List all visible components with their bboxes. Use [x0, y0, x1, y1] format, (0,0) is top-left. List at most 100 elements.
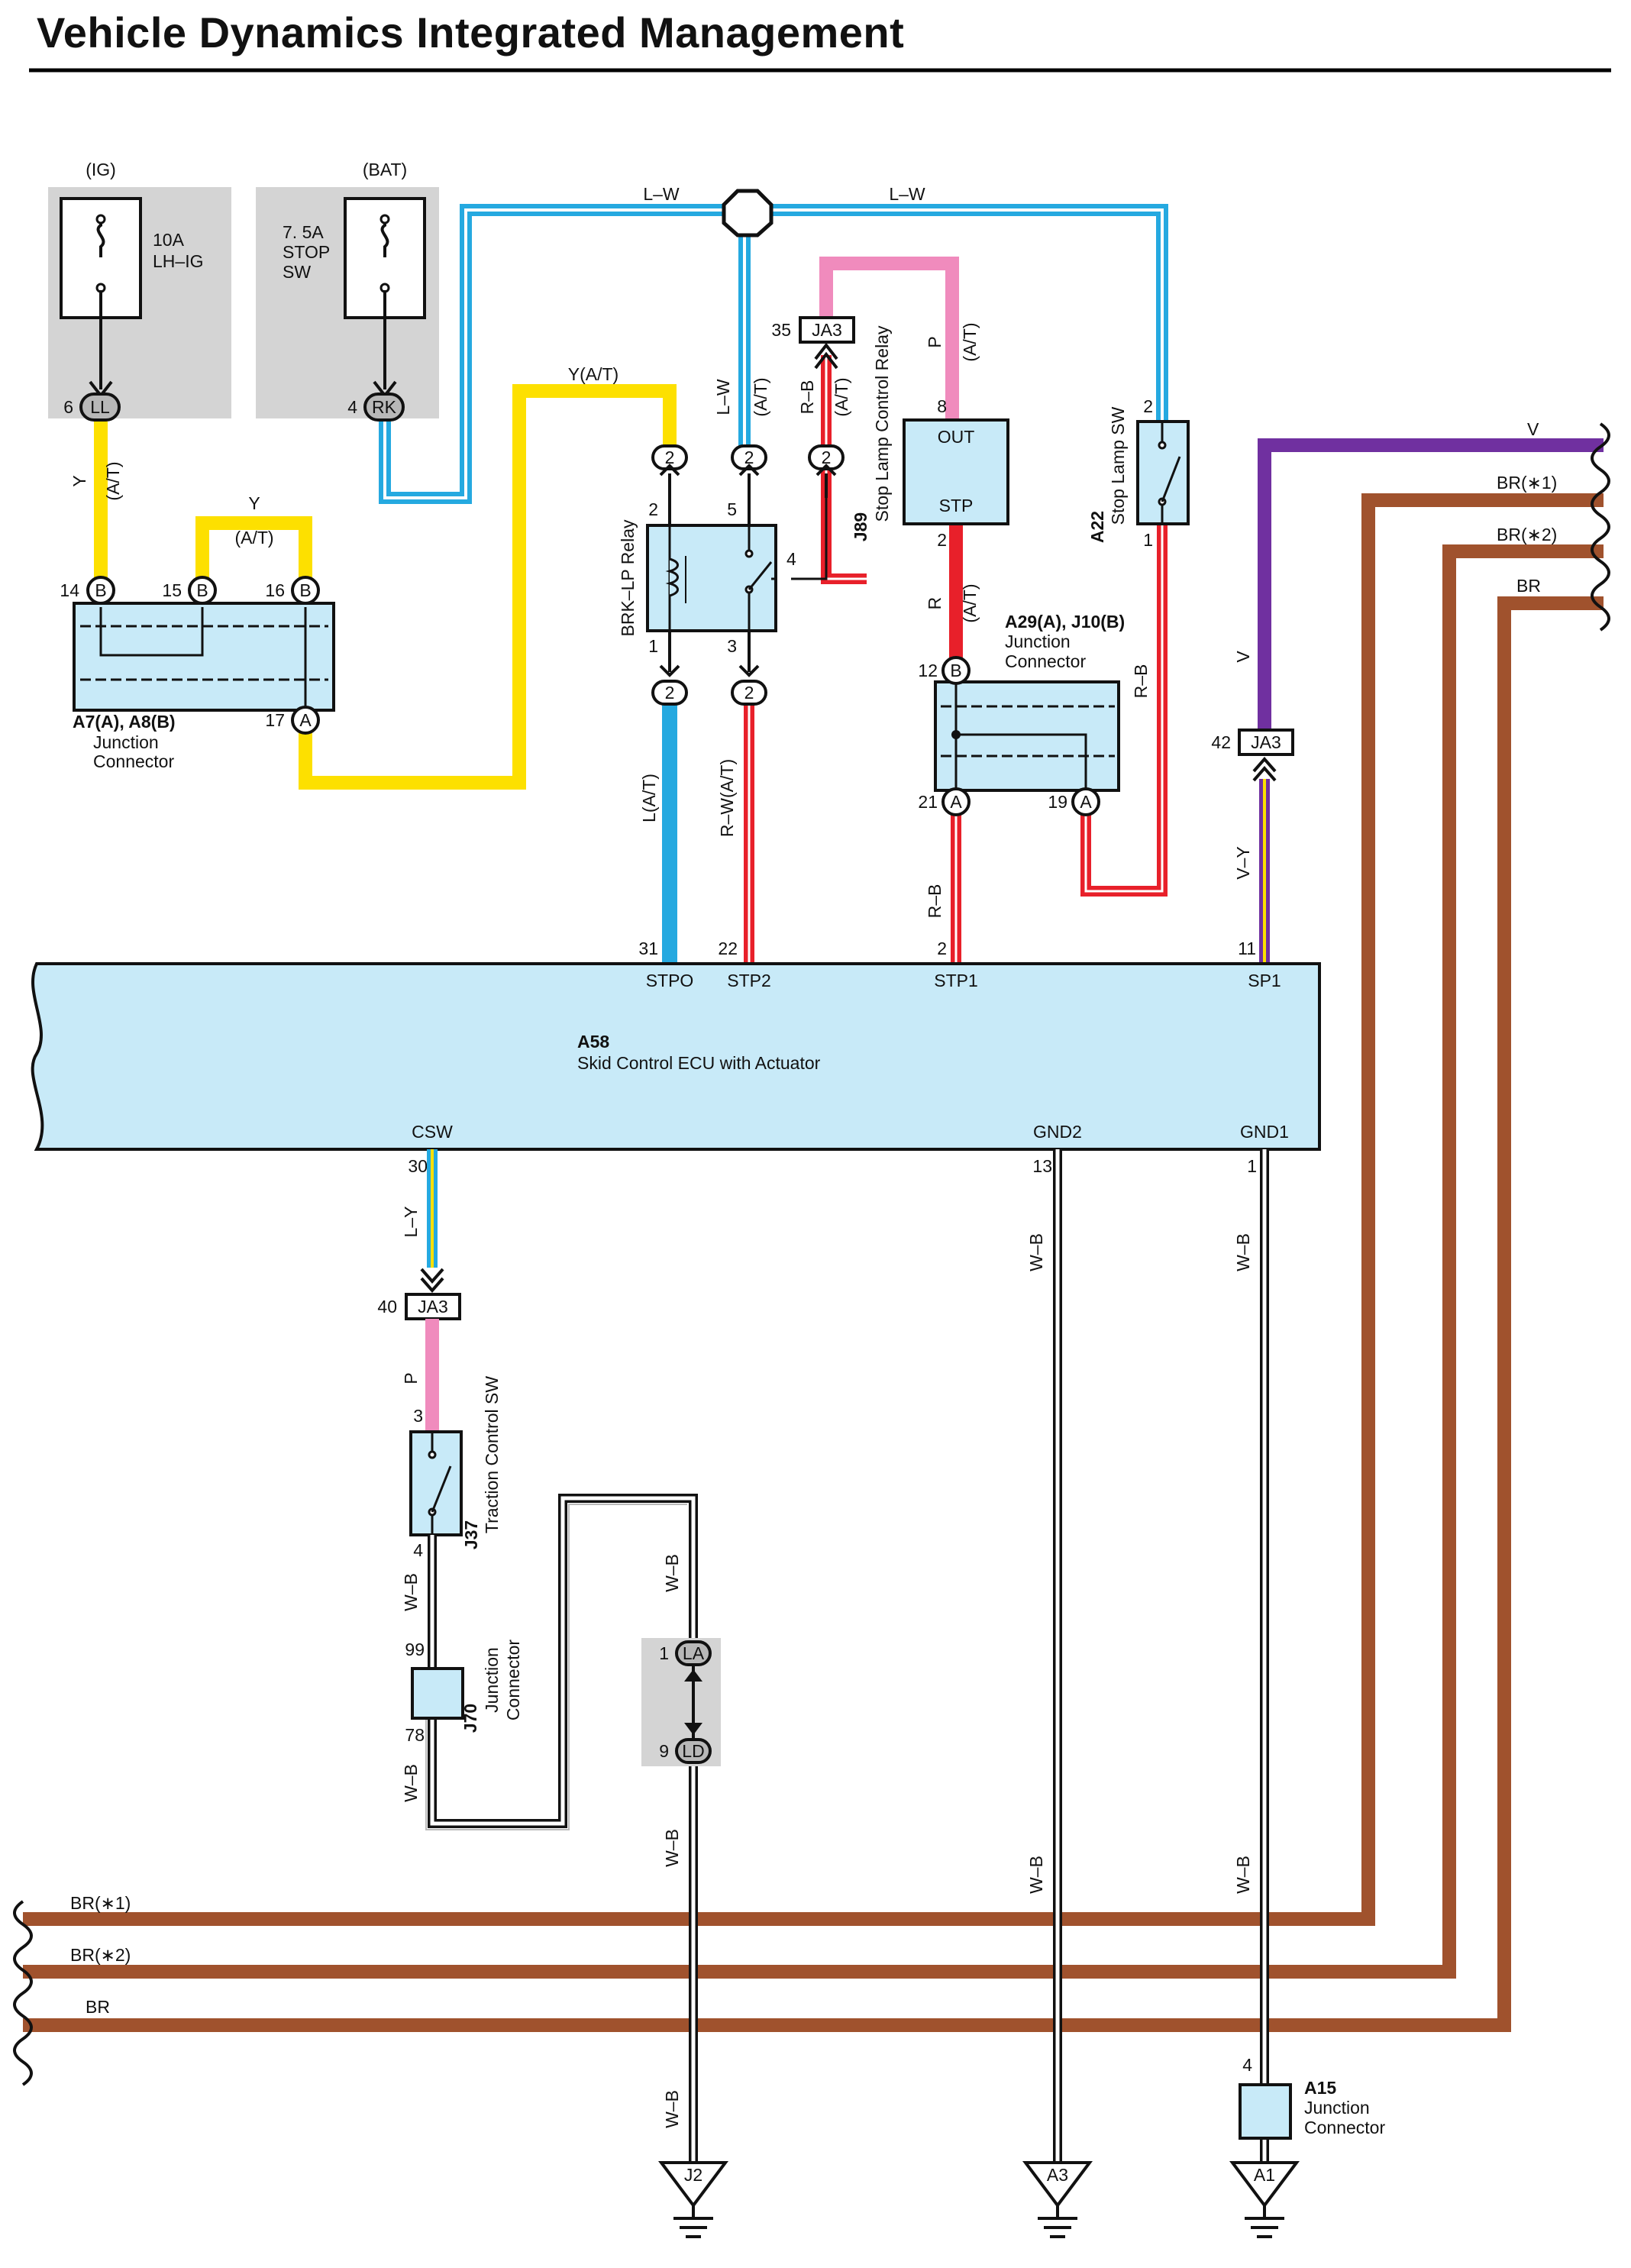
svg-text:3: 3: [727, 636, 737, 656]
wire-p-top: P (A/T): [819, 257, 980, 418]
svg-text:JA3: JA3: [418, 1297, 448, 1317]
svg-text:J89: J89: [851, 512, 870, 541]
svg-text:(A/T): (A/T): [103, 461, 123, 500]
svg-text:2: 2: [665, 447, 675, 467]
svg-text:A22: A22: [1087, 511, 1107, 543]
svg-text:J70: J70: [460, 1704, 480, 1733]
svg-text:12: 12: [918, 661, 938, 680]
svg-text:9: 9: [659, 1741, 669, 1761]
svg-text:99: 99: [405, 1640, 425, 1659]
junction-a7-a8: B B B A 14 15 16 17 A7(A), A8(B) Junctio…: [60, 576, 335, 771]
svg-text:Y: Y: [69, 475, 89, 486]
fuse-ig: (IG) 10A LH–IG: [48, 160, 231, 418]
svg-text:W–B: W–B: [662, 1829, 682, 1867]
wave-break: [1591, 422, 1610, 632]
svg-text:A3: A3: [1047, 2165, 1068, 2185]
svg-text:B: B: [95, 580, 106, 600]
svg-text:(A/T): (A/T): [751, 377, 770, 416]
splice-point: [722, 189, 774, 237]
svg-text:19: 19: [1048, 792, 1067, 812]
svg-text:1: 1: [1143, 530, 1153, 550]
svg-text:2: 2: [665, 683, 675, 703]
svg-text:42: 42: [1211, 732, 1231, 752]
svg-text:30: 30: [408, 1156, 428, 1176]
wire-lw: L–W L–W: [379, 184, 1168, 504]
fuse-bat-name: STOP: [283, 242, 330, 262]
svg-text:STPO: STPO: [646, 971, 694, 990]
bus-bottom-br2: BR(∗2): [70, 1945, 131, 1965]
svg-text:Junction: Junction: [1005, 632, 1071, 651]
svg-text:R–B: R–B: [1131, 664, 1151, 699]
fuse-bat-amp: 7. 5A: [283, 222, 324, 242]
fuse-ig-label: (IG): [86, 160, 116, 179]
svg-text:SP1: SP1: [1248, 971, 1281, 990]
bus-bottom-br: BR: [86, 1997, 110, 2017]
wire-rb-a22: R–B: [1080, 525, 1168, 897]
traction-control-switch: 3 4 J37 Traction Control SW: [409, 1376, 502, 1560]
svg-text:W–B: W–B: [1233, 1856, 1253, 1894]
svg-text:(A/T): (A/T): [832, 377, 851, 416]
svg-text:OUT: OUT: [938, 427, 975, 447]
svg-text:A: A: [950, 792, 962, 812]
svg-text:1: 1: [648, 636, 658, 656]
bus-bottom-br1: BR(∗1): [70, 1893, 131, 1913]
svg-text:Connector: Connector: [503, 1640, 523, 1720]
svg-text:2: 2: [648, 499, 658, 519]
svg-text:5: 5: [727, 499, 737, 519]
bus-label-br2: BR(∗2): [1497, 525, 1557, 544]
svg-text:W–B: W–B: [1233, 1233, 1253, 1271]
svg-text:L–W: L–W: [713, 379, 733, 415]
svg-text:78: 78: [405, 1725, 425, 1745]
fuse-bat-name-2: SW: [283, 262, 311, 282]
svg-text:W–B: W–B: [662, 1554, 682, 1592]
wire-lw-relay: L–W (A/T): [713, 377, 770, 416]
svg-text:2: 2: [937, 530, 947, 550]
svg-text:GND2: GND2: [1033, 1122, 1082, 1142]
fuse-icon: [380, 216, 389, 257]
ground-a3: A3: [1022, 2161, 1093, 2238]
svg-text:B: B: [196, 580, 208, 600]
svg-text:L–W: L–W: [643, 184, 680, 204]
svg-text:STP1: STP1: [934, 971, 978, 990]
ground-a1: A1: [1229, 2161, 1300, 2238]
svg-text:STP2: STP2: [727, 971, 771, 990]
svg-text:8: 8: [937, 396, 947, 416]
fuse-bat: (BAT) 7. 5A STOP SW: [256, 160, 439, 418]
svg-text:P: P: [401, 1372, 421, 1384]
svg-text:31: 31: [638, 939, 658, 958]
wire-r: R (A/T): [925, 525, 980, 658]
svg-text:J2: J2: [684, 2165, 702, 2185]
svg-text:Skid Control ECU with Actuator: Skid Control ECU with Actuator: [577, 1053, 821, 1073]
svg-text:15: 15: [162, 580, 182, 600]
wave-break: [13, 1900, 33, 2086]
bus-label-br: BR: [1516, 576, 1541, 596]
svg-text:R–W(A/T): R–W(A/T): [717, 759, 737, 837]
svg-text:BRK–LP Relay: BRK–LP Relay: [618, 519, 638, 636]
fuse-icon: [96, 216, 105, 257]
wire-v: V V–Y: [1233, 438, 1604, 964]
svg-text:W–B: W–B: [1026, 1233, 1046, 1271]
svg-text:A: A: [1080, 792, 1092, 812]
svg-text:Junction: Junction: [482, 1647, 502, 1713]
bus-label-br1: BR(∗1): [1497, 473, 1557, 493]
connector-ll: LL 6: [63, 393, 121, 422]
wire-rb-stp1: R–B: [925, 798, 961, 964]
svg-text:21: 21: [918, 792, 938, 812]
ja3-csw: JA3 40: [377, 1293, 461, 1320]
svg-text:L–W: L–W: [889, 184, 925, 204]
svg-text:J37: J37: [461, 1520, 481, 1549]
connector-rk: RK 4: [347, 393, 405, 422]
svg-text:2: 2: [744, 683, 754, 703]
svg-text:A15: A15: [1304, 2078, 1336, 2098]
svg-text:Connector: Connector: [93, 751, 174, 771]
svg-text:L(A/T): L(A/T): [639, 774, 659, 822]
svg-text:GND1: GND1: [1240, 1122, 1289, 1142]
svg-text:A1: A1: [1254, 2165, 1275, 2185]
svg-text:STP: STP: [939, 496, 974, 515]
svg-text:LD: LD: [682, 1741, 704, 1761]
junction-a29-j10: B A A 12 21 19 A29(A), J10(B) Junction C…: [918, 612, 1125, 816]
svg-text:11: 11: [1238, 939, 1256, 958]
svg-text:13: 13: [1032, 1156, 1052, 1176]
